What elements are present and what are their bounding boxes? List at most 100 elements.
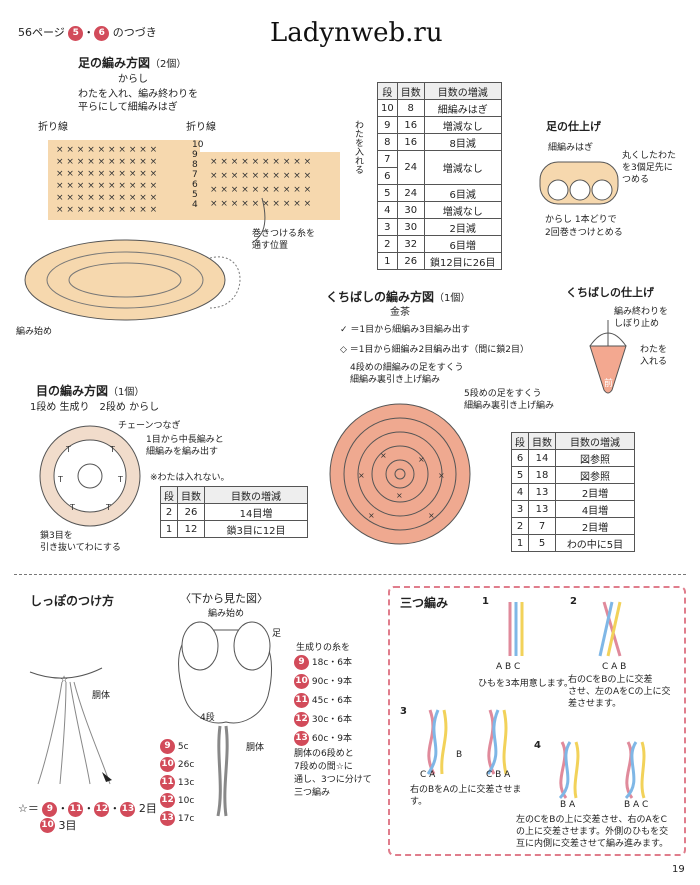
foot-color: からし [118, 74, 148, 85]
foot-finish-title: 足の仕上げ [546, 120, 601, 133]
bottom-view-illustration [178, 621, 272, 817]
eye-chart-title: 目の編み方図（1個） [36, 384, 145, 398]
bottom-view-body: 胴体 [246, 743, 265, 753]
svg-text:×: × [418, 455, 425, 464]
section-divider [14, 574, 686, 575]
svg-text:T: T [109, 445, 115, 454]
list-item: 10 26c [160, 757, 195, 772]
beak-legend-2: ◇ ＝1目から細編み2目編み出す（間に鎖2目） [340, 345, 529, 355]
svg-text:T: T [105, 503, 111, 512]
tail-legend: ☆＝ 9・11・12・13 2目 10 3目 [18, 801, 157, 833]
list-item: 11 45c・6本 [294, 693, 353, 708]
svg-text:☆: ☆ [60, 675, 68, 685]
foot-finish-wrap: からし 1本どりで 2回巻きつけとめる [545, 215, 623, 238]
braid-step1-text: ひもを3本用意します。 [478, 679, 573, 689]
braid-step3-text: 右のBをAの上に交差させま す。 [410, 785, 522, 807]
braid-step-2: 2 [570, 596, 577, 607]
beak-finish-cinch: 編み終わりを しぼり止め [614, 307, 669, 329]
eye-cotton-note: ※わたは入れない。 [150, 473, 230, 483]
foot-start-label: 編み始め [16, 327, 53, 337]
beak-finish-cotton: わたを 入れる [640, 345, 668, 367]
svg-text:× × × × × × × × × ×: × × × × × × × × × × [210, 199, 311, 209]
beak-finish-illustration [589, 320, 627, 394]
bottom-view-row: 4段 [200, 713, 215, 723]
foot-finish-seam: 細編みはぎ [548, 143, 594, 153]
svg-text:× × × × × × × × × ×: × × × × × × × × × × [56, 157, 157, 167]
list-item: 10 90c・9本 [294, 674, 353, 689]
yarn-title: 生成りの糸を [296, 643, 351, 653]
svg-text:T: T [57, 475, 63, 484]
braid-abc-4a: B A [560, 800, 576, 810]
tail-body-label: 胴体 [92, 691, 111, 701]
beak-front-label: 前 [604, 379, 614, 389]
svg-text:T: T [65, 445, 71, 454]
list-item: 13 60c・9本 [294, 731, 353, 746]
svg-text:T: T [117, 475, 123, 484]
braid-abc-3a: C A [420, 770, 436, 780]
continuation: のつづき [112, 26, 157, 39]
svg-text:× × × × × × × × × ×: × × × × × × × × × × [210, 171, 311, 181]
braid-title: 三つ編み [400, 596, 449, 610]
list-item: 9 18c・6本 [294, 654, 352, 673]
list-item: 12 10c [160, 793, 195, 808]
svg-text:× × × × × × × × × ×: × × × × × × × × × × [56, 169, 157, 179]
badge-5: 5 [68, 25, 84, 41]
braid-abc-2: C A B [602, 662, 627, 672]
svg-text:×: × [358, 471, 365, 480]
beak-note-1: 4段めの細編みの足をすくう 細編み裏引き上げ編み [350, 363, 464, 385]
list-item: 13 17c [160, 811, 195, 826]
braid-step-3: 3 [400, 706, 407, 717]
braid-box [388, 586, 686, 856]
braid-step4-text: 左のCをBの上に交差させ、右のAをC の上に交差させます。外側のひもを交 互に内… [516, 815, 669, 849]
foot-chart-right-block [200, 152, 340, 220]
braid-abc-3b: C B A [486, 770, 511, 780]
insert-cotton-label: わたを入れる [353, 120, 363, 174]
braid-mark-b: B [456, 750, 463, 760]
beak-note-2: 5段めの足をすくう 細編み裏引き上げ編み [464, 389, 555, 411]
bottom-view-leg: 足 [272, 629, 282, 639]
beak-finish-title: くちばしの仕上げ [566, 286, 654, 299]
beak-legend-1: ✓ ＝1目から細編み3目編み出す [340, 325, 470, 335]
list-item: 9 5c [160, 738, 194, 756]
page-header: 56ページ 5・6 のつづき [18, 24, 157, 41]
bottom-view-start: 編み始め [208, 609, 245, 619]
braid-illustration-3 [426, 709, 508, 775]
foot-chart-left-block [48, 140, 200, 220]
yarn-note: 胴体の6段めと 7段めの間☆に 通し、3つに分けて 三つ編み [294, 749, 372, 798]
braid-step2-text: 右のCをBの上に交差 させ、左のAをCの上に交 差させます。 [568, 675, 671, 709]
eye-colors: 1段め 生成り 2段め からし [30, 402, 160, 413]
page-number: 19 [672, 864, 685, 875]
beak-chart-diagram: ××× ×××× [329, 403, 471, 545]
fold-line-left: 折り線 [38, 122, 68, 133]
yarn-list: 9 18c・6本 10 90c・9本 11 45c・6本 12 30c・6本 1… [294, 654, 352, 749]
braid-abc-1: A B C [496, 662, 521, 672]
foot-chart-title: 足の編み方図（2個） [78, 56, 187, 70]
braid-step-4: 4 [534, 740, 541, 751]
beak-color: 金茶 [390, 307, 410, 318]
svg-text:× × × × × × × × × ×: × × × × × × × × × × [56, 193, 157, 203]
svg-text:× × × × × × × × × ×: × × × × × × × × × × [56, 145, 157, 155]
fold-line-right: 折り線 [186, 122, 216, 133]
svg-text:×: × [428, 511, 435, 520]
svg-text:×: × [438, 471, 445, 480]
braid-illustration-4 [558, 741, 646, 800]
braid-illustration-top [508, 601, 622, 657]
